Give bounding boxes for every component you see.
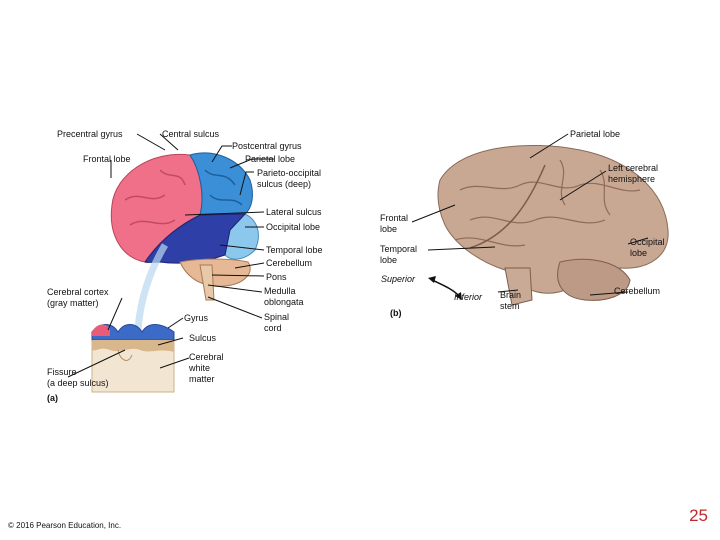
label-medulla-oblongata-a: Medulla oblongata [264,286,304,307]
label-parieto-occipital-sulcus-a: Parieto-occipital sulcus (deep) [257,168,322,189]
parietal-lobe-region [189,152,253,216]
label-pons-a: Pons [266,272,287,282]
label-parietal-lobe-b: Parietal lobe [570,129,621,139]
page-number: 25 [689,506,708,525]
label-fissure-a: Fissure (a deep sulcus) [47,367,109,388]
brainstem-region [199,264,215,301]
brain-illustration-a [110,152,259,331]
label-sulcus-a: Sulcus [189,333,217,343]
label-frontal-lobe-b: Frontal lobe [380,213,409,234]
label-cerebral-white-matter-a: Cerebral white matter [189,352,224,384]
panel-tag-a: (a) [47,393,58,403]
label-superior-b: Superior [381,274,416,284]
occipital-lobe-region [224,213,259,260]
leader-lines-a [67,133,274,378]
label-cerebellum-b: Cerebellum [614,286,661,296]
label-brain-stem-b: Brain stem [500,290,522,311]
cerebellum-b-region [557,258,631,301]
label-parietal-lobe-a: Parietal lobe [245,154,296,164]
panel-tag-b: (b) [390,308,402,318]
label-frontal-lobe-a: Frontal lobe [83,154,131,164]
leader-lines-b [411,133,649,300]
label-occipital-lobe-a: Occipital lobe [266,222,321,232]
label-inferior-b: Inferior [454,292,483,302]
label-spinal-cord-a: Spinal cord [264,312,290,333]
cortex-section-block [91,324,175,393]
label-cerebral-cortex-a: Cerebral cortex (gray matter) [47,287,109,308]
brain-photo-b [437,144,669,306]
label-temporal-lobe-a: Temporal lobe [266,245,323,255]
label-postcentral-gyrus-a: Postcentral gyrus [232,141,302,151]
label-lateral-sulcus-a: Lateral sulcus [266,207,322,217]
label-cerebellum-a: Cerebellum [266,258,313,268]
label-occipital-lobe-b: Occipital lobe [630,237,665,258]
cerebellum-region [179,258,251,287]
label-temporal-lobe-b: Temporal lobe [380,244,418,265]
label-precentral-gyrus-a: Precentral gyrus [57,129,123,139]
brainstem-b-region [504,267,533,306]
label-gyrus-a: Gyrus [184,313,209,323]
label-left-cerebral-hemisphere-b: Left cerebral hemisphere [608,163,659,184]
copyright-notice: © 2016 Pearson Education, Inc. [8,521,122,530]
label-central-sulcus-a: Central sulcus [162,129,220,139]
